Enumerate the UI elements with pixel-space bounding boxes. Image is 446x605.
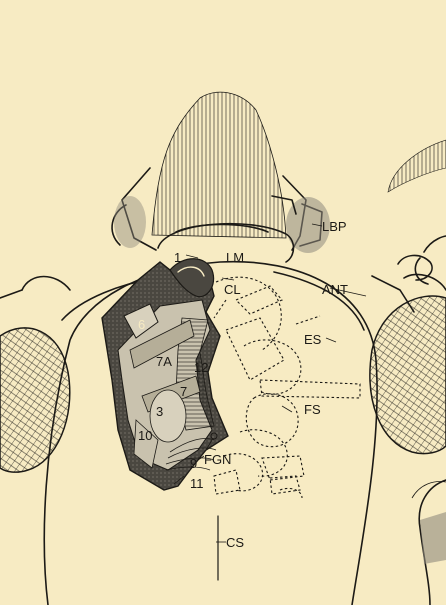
muscle-label-7a: 7A xyxy=(156,354,172,369)
muscle-label-9: 9 xyxy=(190,456,197,471)
muscle-label-11: 11 xyxy=(190,476,204,491)
muscle-label-12: 12 xyxy=(194,360,208,375)
label-cs: CS xyxy=(226,535,244,550)
muscle-label-7: 7 xyxy=(180,384,187,399)
label-es: ES xyxy=(304,332,322,347)
muscle-label-10: 10 xyxy=(138,428,152,443)
label-fgn: FGN xyxy=(204,452,231,467)
label-cl: CL xyxy=(224,282,241,297)
internal-dashed-structures xyxy=(214,277,360,498)
lower-right-appendage xyxy=(412,480,446,605)
label-lm: LM xyxy=(226,250,244,265)
label-lbp: LBP xyxy=(322,219,347,234)
left-compound-eye xyxy=(0,328,70,472)
muscle-label-1: 1 xyxy=(174,250,181,265)
muscle-label-6: 6 xyxy=(138,317,145,332)
labrum-bristles xyxy=(152,92,286,238)
right-compound-eye xyxy=(370,296,446,454)
muscle-label-3: 3 xyxy=(156,404,163,419)
distant-bristle-tuft xyxy=(388,140,446,192)
structure-labels: LM LBP CL ANT ES FS FGN CS xyxy=(204,219,348,550)
left-antenna xyxy=(0,277,70,299)
label-ant: ANT xyxy=(322,282,348,297)
label-fs: FS xyxy=(304,402,321,417)
